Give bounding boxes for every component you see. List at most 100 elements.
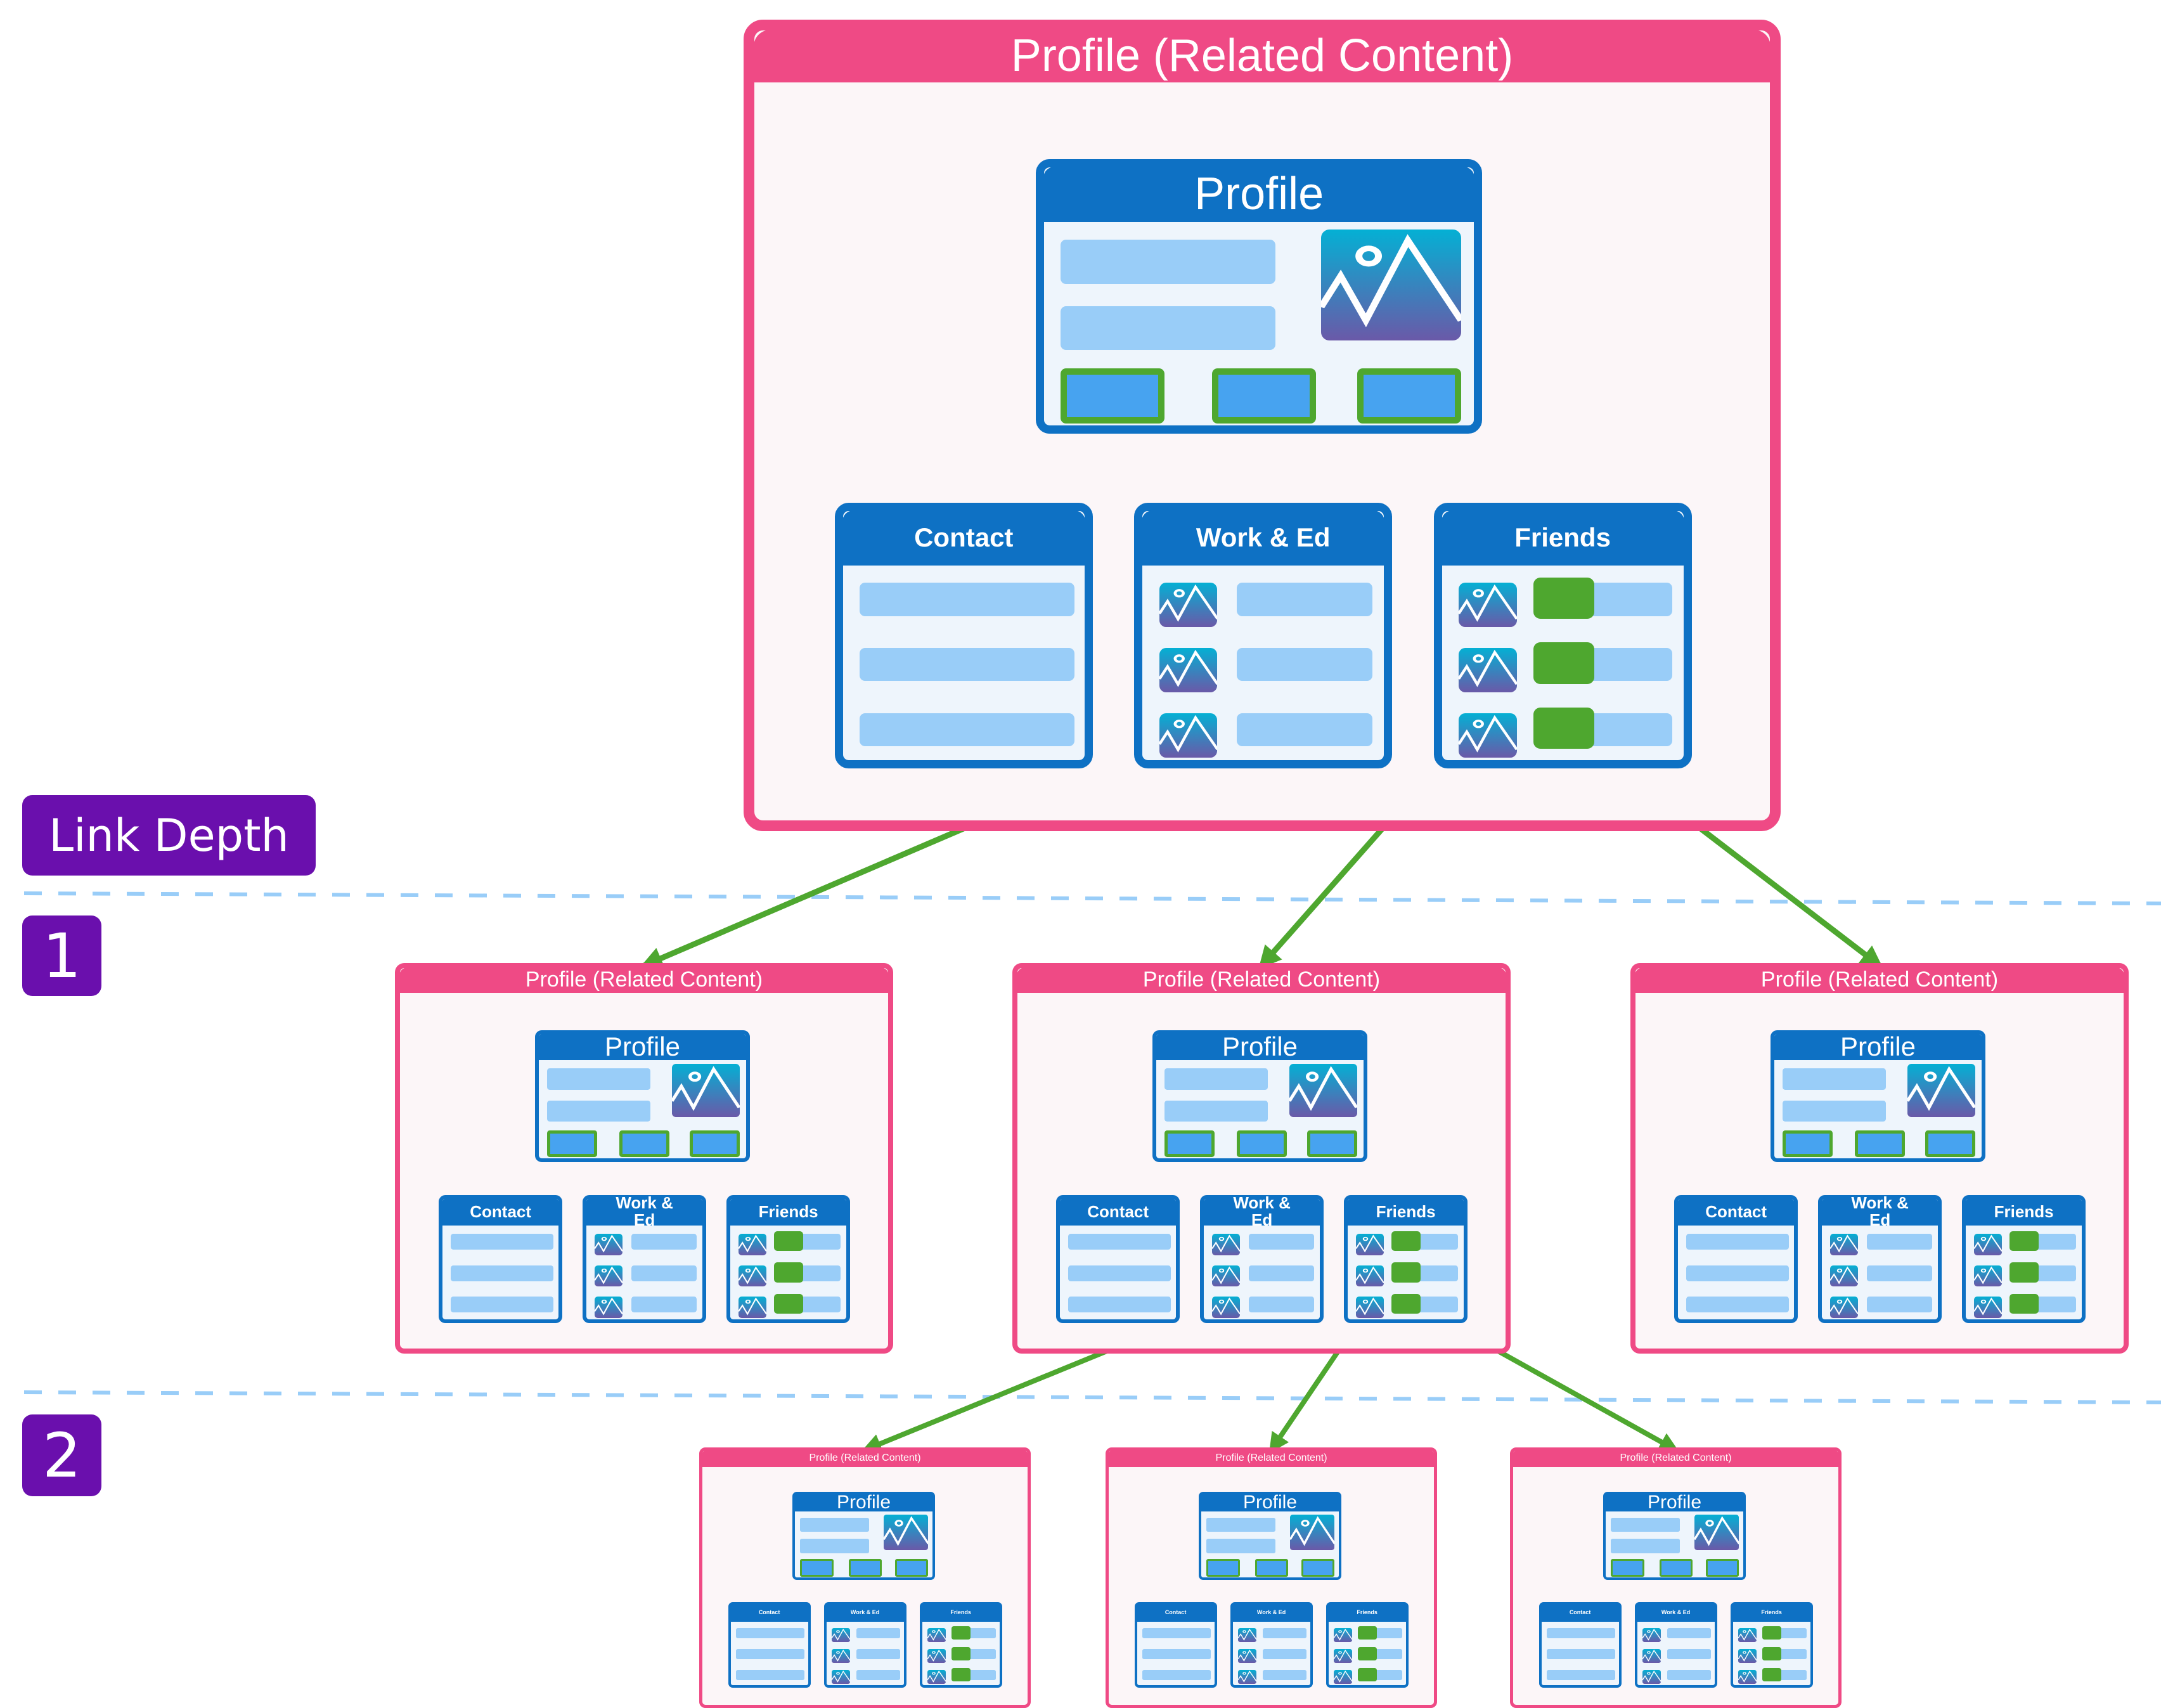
image-placeholder-icon [1355, 1296, 1384, 1318]
section-title: Friends [758, 1201, 818, 1221]
contact-field-bar [860, 583, 1075, 616]
profile-title: Profile [1242, 1492, 1298, 1513]
profile-link-tile[interactable] [894, 1558, 929, 1577]
depth-badge-1: 1 [22, 915, 101, 996]
section-title: Contact [758, 1609, 780, 1616]
section-title: Friends [950, 1609, 971, 1616]
section-title-bar: Work & Ed [1203, 1194, 1321, 1229]
profile-field-bar [546, 1100, 650, 1122]
friend-link-tile[interactable] [951, 1667, 971, 1681]
profile-window: Profile [1603, 1492, 1746, 1581]
section-title: Friends [1994, 1201, 2054, 1221]
section-title-bar: Contact [842, 510, 1085, 566]
list-field-bar [1867, 1234, 1933, 1250]
image-placeholder-icon [1829, 1234, 1858, 1255]
friend-link-tile[interactable] [1391, 1293, 1421, 1314]
friend-link-tile[interactable] [1533, 577, 1595, 619]
contact-field-bar [735, 1627, 805, 1639]
section-title-bar: Friends [1346, 1198, 1465, 1226]
friend-link-tile[interactable] [1533, 642, 1595, 684]
profile-link-tile[interactable] [1061, 368, 1165, 424]
friend-link-tile[interactable] [2009, 1293, 2039, 1314]
image-placeholder-icon [1738, 1627, 1757, 1643]
profile-field-bar [1061, 239, 1276, 284]
friend-link-tile[interactable] [951, 1626, 971, 1640]
section-title: Contact [914, 522, 1014, 553]
list-field-bar [856, 1669, 900, 1681]
profile-link-tile[interactable] [619, 1130, 670, 1158]
section-window-work-ed: Work & Ed [1634, 1602, 1717, 1688]
section-title-bar: Contact [1540, 1604, 1620, 1622]
list-field-bar [1667, 1648, 1711, 1660]
section-window-friends: Friends [726, 1195, 851, 1324]
friend-link-tile[interactable] [774, 1231, 804, 1252]
section-title-bar: Friends [729, 1198, 848, 1226]
profile-window: Profile [1198, 1492, 1342, 1581]
image-placeholder-icon [1973, 1296, 2002, 1318]
friend-link-tile[interactable] [951, 1647, 971, 1660]
profile-link-tile[interactable] [689, 1130, 740, 1158]
list-field-bar [1249, 1296, 1315, 1313]
container-title: Profile (Related Content) [1142, 967, 1381, 992]
image-placeholder-icon [1355, 1265, 1384, 1287]
profile-link-tile[interactable] [546, 1130, 597, 1158]
image-placeholder-icon [831, 1627, 851, 1643]
container-title-bar: Profile (Related Content) [1513, 1450, 1839, 1467]
friend-link-tile[interactable] [1391, 1231, 1421, 1252]
friend-link-tile[interactable] [1357, 1667, 1377, 1681]
friend-link-tile[interactable] [1391, 1262, 1421, 1283]
profile-title: Profile [1194, 169, 1324, 220]
friend-link-tile[interactable] [774, 1262, 804, 1283]
profile-link-tile[interactable] [1925, 1130, 1975, 1158]
profile-link-tile[interactable] [1306, 1130, 1357, 1158]
profile-link-tile[interactable] [848, 1558, 882, 1577]
image-placeholder-icon [1642, 1627, 1661, 1643]
section-title: Contact [1087, 1201, 1149, 1221]
profile-link-tile[interactable] [1855, 1130, 1906, 1158]
friend-link-tile[interactable] [774, 1293, 804, 1314]
friend-link-tile[interactable] [2009, 1262, 2039, 1283]
profile-link-tile[interactable] [1705, 1558, 1739, 1577]
section-title: Work & Ed [1196, 522, 1331, 553]
container-title-bar: Profile (Related Content) [399, 967, 889, 993]
profile-link-tile[interactable] [1211, 368, 1316, 424]
image-placeholder-icon [883, 1514, 929, 1550]
friend-link-tile[interactable] [1762, 1647, 1782, 1660]
list-field-bar [1667, 1669, 1711, 1681]
contact-field-bar [450, 1296, 554, 1313]
profile-link-tile[interactable] [1255, 1558, 1288, 1577]
section-title: Contact [470, 1201, 532, 1221]
friend-link-tile[interactable] [1357, 1626, 1377, 1640]
image-placeholder-icon [831, 1648, 851, 1664]
profile-link-tile[interactable] [1357, 368, 1462, 424]
profile-link-tile[interactable] [1206, 1558, 1240, 1577]
image-placeholder-icon [1355, 1234, 1384, 1255]
profile-link-tile[interactable] [1782, 1130, 1833, 1158]
profile-link-tile[interactable] [1611, 1558, 1644, 1577]
section-window-contact: Contact [1674, 1195, 1798, 1324]
profile-link-tile[interactable] [1164, 1130, 1215, 1158]
section-title-bar: Contact [441, 1198, 560, 1226]
contact-field-bar [1142, 1627, 1211, 1639]
friend-link-tile[interactable] [1533, 707, 1595, 749]
friend-link-tile[interactable] [1762, 1626, 1782, 1640]
section-title: Work & Ed [1851, 1193, 1909, 1230]
profile-link-tile[interactable] [800, 1558, 834, 1577]
list-field-bar [1237, 648, 1373, 682]
friend-link-tile[interactable] [2009, 1231, 2039, 1252]
friend-link-tile[interactable] [1762, 1667, 1782, 1681]
profile-link-tile[interactable] [1659, 1558, 1693, 1577]
depth-label-1: 1 [42, 920, 82, 992]
section-window-friends: Friends [919, 1602, 1002, 1688]
profile-field-bar [1782, 1068, 1886, 1090]
friend-link-tile[interactable] [1357, 1647, 1377, 1660]
section-window-friends: Friends [1961, 1195, 2086, 1324]
profile-link-tile[interactable] [1237, 1130, 1287, 1158]
contact-field-bar [1068, 1234, 1171, 1250]
list-field-bar [856, 1627, 900, 1639]
profile-window: Profile [1771, 1030, 1985, 1162]
profile-link-tile[interactable] [1301, 1558, 1335, 1577]
profile-field-bar [1164, 1068, 1268, 1090]
